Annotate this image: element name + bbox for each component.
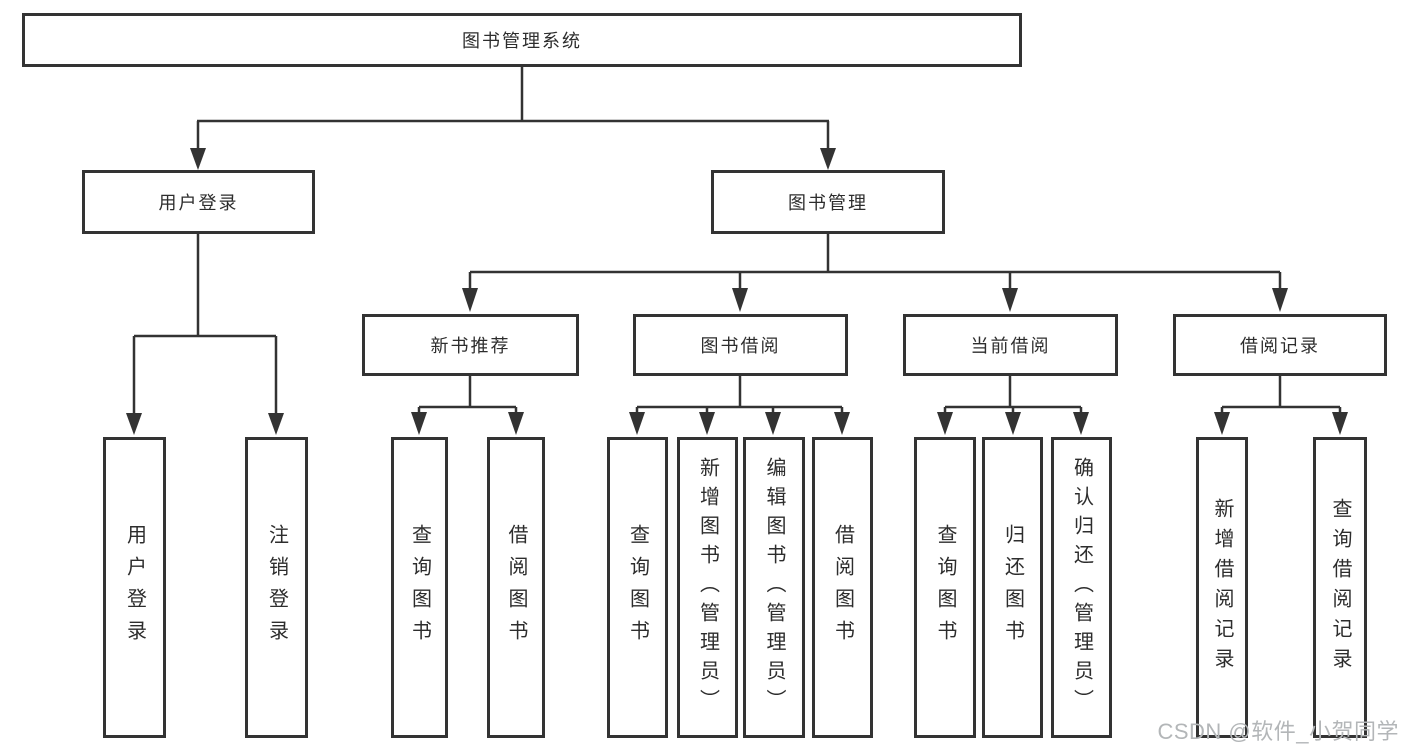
node-label: 图书管理 <box>788 193 868 213</box>
leaf-label: 借阅图书 <box>505 523 527 652</box>
connector-borrowing-records-to-leaves <box>1214 376 1348 435</box>
connector-user-login-to-leaves <box>126 234 284 435</box>
node-book-borrowing: 图书借阅 <box>633 314 848 376</box>
node-label: 图书借阅 <box>700 336 781 356</box>
leaf-label: 查询图书 <box>408 523 431 652</box>
leaf-add-borrow-record: 新增借阅记录 <box>1196 437 1248 738</box>
leaf-label: 借阅图书 <box>831 523 854 652</box>
connector-book-management-to-level3 <box>462 234 1288 312</box>
node-label: 新书推荐 <box>430 336 511 356</box>
connector-book-borrowing-to-leaves <box>629 376 850 435</box>
leaf-logout-login: 注销登录 <box>245 437 308 738</box>
leaf-label: 编辑图书（管理员） <box>763 457 785 718</box>
leaf-label: 查询图书 <box>626 523 649 652</box>
leaf-label: 查询借阅记录 <box>1329 497 1351 678</box>
leaf-label: 确认归还（管理员） <box>1070 457 1093 718</box>
leaf-label: 新增图书（管理员） <box>696 457 719 718</box>
leaf-add-books-admin: 新增图书（管理员） <box>677 437 738 738</box>
connector-new-book-recommend-to-leaves <box>411 376 524 435</box>
node-new-book-recommend: 新书推荐 <box>362 314 579 376</box>
node-label: 图书管理系统 <box>462 31 582 51</box>
node-user-login: 用户登录 <box>82 170 315 234</box>
leaf-query-borrow-record: 查询借阅记录 <box>1313 437 1367 738</box>
node-current-borrowing: 当前借阅 <box>903 314 1118 376</box>
leaf-user-login: 用户登录 <box>103 437 166 738</box>
leaf-borrow-books: 借阅图书 <box>812 437 873 738</box>
leaf-label: 注销登录 <box>265 523 288 652</box>
node-borrowing-records: 借阅记录 <box>1173 314 1387 376</box>
node-book-management: 图书管理 <box>711 170 945 234</box>
leaf-query-books-borrowing: 查询图书 <box>607 437 668 738</box>
leaf-label: 归还图书 <box>1001 523 1024 652</box>
leaf-edit-books-admin: 编辑图书（管理员） <box>743 437 805 738</box>
connector-root-to-level2 <box>190 67 836 170</box>
leaf-label: 新增借阅记录 <box>1211 497 1233 678</box>
connector-current-borrowing-to-leaves <box>937 376 1089 435</box>
node-label: 借阅记录 <box>1240 336 1320 356</box>
leaf-return-books: 归还图书 <box>982 437 1043 738</box>
leaf-borrow-books-recommend: 借阅图书 <box>487 437 545 738</box>
node-label: 当前借阅 <box>970 336 1051 356</box>
node-library-system: 图书管理系统 <box>22 13 1022 67</box>
leaf-query-books-recommend: 查询图书 <box>391 437 448 738</box>
node-label: 用户登录 <box>158 193 239 213</box>
leaf-label: 查询图书 <box>934 523 956 652</box>
leaf-label: 用户登录 <box>123 523 146 652</box>
leaf-query-books-current: 查询图书 <box>914 437 976 738</box>
leaf-confirm-return-admin: 确认归还（管理员） <box>1051 437 1112 738</box>
